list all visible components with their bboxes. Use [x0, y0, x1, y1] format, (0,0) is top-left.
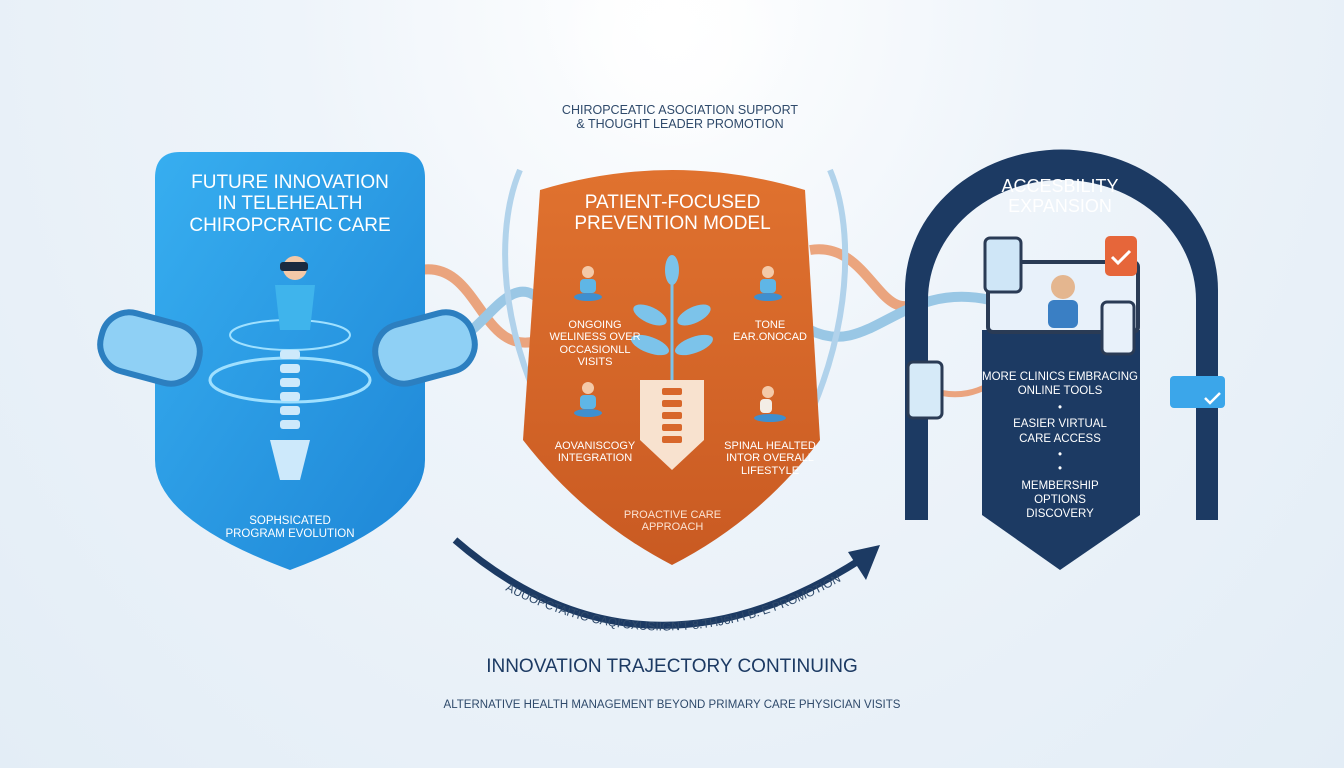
left-shield: [155, 152, 425, 570]
tablet-icon: [983, 236, 1023, 294]
caption-line: & THOUGHT LEADER PROMOTION: [576, 117, 784, 131]
sunburst: [552, 0, 792, 160]
plant-leaves-icon: [631, 255, 713, 380]
checkmark-phone-icon: [1105, 236, 1137, 276]
vr-user-icon: [275, 256, 315, 330]
meditation-person-icon: [754, 266, 782, 301]
bottom-subtitle: ALTERNATIVE HEALTH MANAGEMENT BEYOND PRI…: [443, 699, 901, 711]
spine-icon: [270, 350, 310, 480]
phone-icon: [906, 360, 944, 420]
arrow-head-icon: [848, 545, 880, 580]
meditation-person-icon: [574, 382, 602, 417]
smart-band-left-icon: [97, 309, 203, 387]
stretching-person-icon: [754, 386, 786, 422]
bottom-title: INNOVATION TRAJECTORY CONTINUING: [486, 656, 858, 677]
arc-text: AUUOPCTAITIC CAQI'CXUSIIGN'T 8.THJ6H I B…: [504, 571, 843, 633]
meditation-person-icon: [574, 266, 602, 301]
smart-band-right-icon: [372, 309, 478, 387]
right-banner: [982, 330, 1140, 570]
trajectory-arrow: [452, 537, 862, 629]
credit-card-icon: [1170, 376, 1225, 408]
caption-line: CHIROPCEATIC ASOCIATION SUPPORT: [561, 103, 799, 117]
top-caption: CHIROPCEATIC ASOCIATION SUPPORT & THOUGH…: [520, 103, 840, 131]
phone-icon: [1100, 300, 1136, 356]
